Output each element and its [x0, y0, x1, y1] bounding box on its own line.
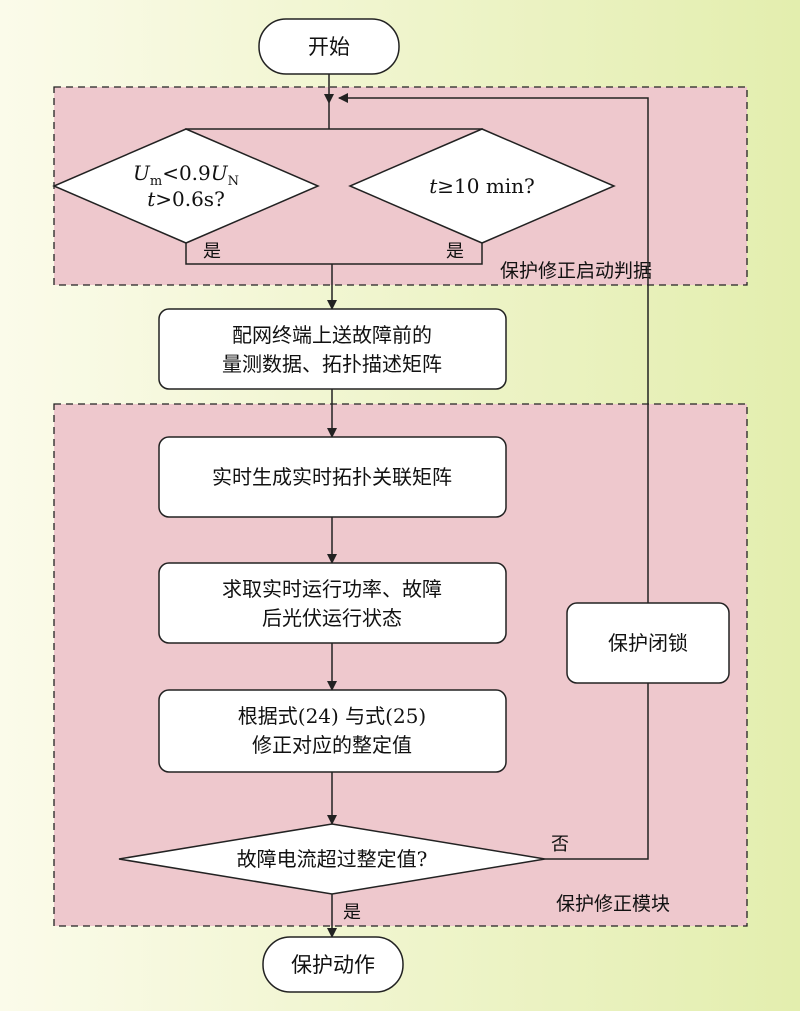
upload-line1: 配网终端上送故障前的 — [232, 323, 432, 347]
yes-label-bottom: 是 — [343, 902, 361, 923]
decision-duration-label: t≥10 min? — [429, 174, 535, 198]
compute-box — [158, 562, 507, 644]
merge-connector — [185, 243, 483, 265]
upload-line2: 量测数据、拓扑描述矩阵 — [222, 352, 442, 376]
correct-line2: 修正对应的整定值 — [252, 733, 412, 757]
arrow-no-loop-back — [338, 93, 649, 860]
decision-current-label: 故障电流超过整定值? — [237, 847, 428, 871]
start-label: 开始 — [308, 35, 350, 59]
protection-lock-box — [566, 602, 730, 684]
compute-line2: 后光伏运行状态 — [262, 606, 402, 630]
upload-data-box — [158, 308, 507, 390]
gen-matrix-label: 实时生成实时拓扑关联矩阵 — [212, 465, 452, 489]
yes-label-right: 是 — [446, 241, 464, 262]
yes-label-left: 是 — [203, 241, 221, 262]
no-label: 否 — [551, 834, 569, 855]
region-bottom-label: 保护修正模块 — [556, 893, 670, 915]
decision-voltage-line1: Um<0.9UN — [133, 161, 239, 189]
protection-lock-label: 保护闭锁 — [608, 631, 688, 655]
correct-setting-box — [158, 689, 507, 773]
end-terminal — [262, 936, 404, 993]
decision-voltage-line2: t>0.6s? — [147, 187, 225, 211]
compute-line1: 求取实时运行功率、故障 — [222, 577, 442, 601]
correct-line1: 根据式(24) 与式(25) — [238, 704, 426, 728]
region-top-label: 保护修正启动判据 — [500, 260, 652, 282]
end-label: 保护动作 — [291, 953, 375, 977]
